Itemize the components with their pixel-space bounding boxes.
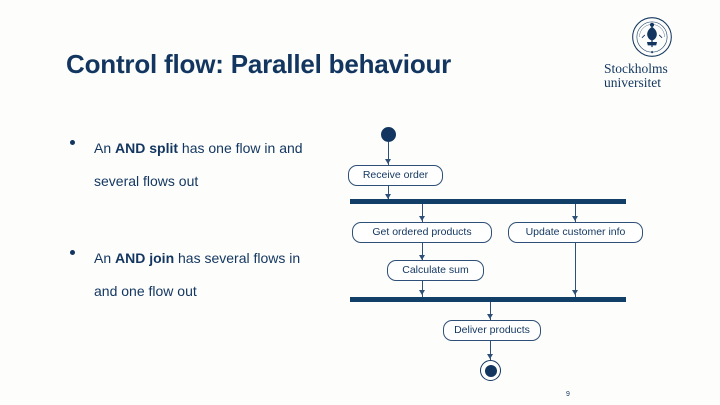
arrowhead-icon	[572, 216, 578, 221]
bullet-dot-icon	[70, 140, 75, 145]
flow-get-products-to-calc	[422, 243, 424, 260]
fork-bar	[350, 199, 626, 204]
arrowhead-icon	[419, 290, 425, 295]
page-title: Control flow: Parallel behaviour	[66, 49, 452, 79]
flow-fork-to-update-info	[575, 204, 577, 222]
bullet-1-post: has one flow in and several flows out	[94, 140, 303, 189]
stockholm-university-logo: ◆ Stockholms universitet	[600, 16, 704, 89]
flow-receive-to-fork	[388, 186, 390, 200]
activity-calculate-sum[interactable]: Calculate sum	[387, 260, 484, 281]
bullet-text-2: An AND join has several flows in and one…	[94, 242, 317, 308]
logo-line-1: Stockholms	[604, 61, 668, 76]
bullet-2-pre: An	[94, 250, 116, 266]
arrowhead-icon	[419, 216, 425, 221]
flow-join-to-deliver	[490, 302, 492, 320]
uml-activity-diagram: Receive order Get ordered products Updat…	[340, 118, 660, 393]
activity-update-customer-info[interactable]: Update customer info	[508, 222, 643, 243]
arrowhead-icon	[385, 194, 391, 199]
slide-number: 9	[566, 391, 570, 398]
final-node-inner-icon	[484, 364, 497, 377]
activity-deliver-products[interactable]: Deliver products	[443, 320, 541, 341]
initial-node-icon	[381, 127, 396, 142]
arrowhead-icon	[419, 255, 425, 260]
arrowhead-icon	[487, 354, 493, 359]
bullet-dot-icon	[70, 250, 75, 255]
flow-update-info-to-join	[575, 243, 577, 298]
flow-deliver-to-end	[490, 341, 492, 360]
university-seal-icon: ◆	[632, 17, 672, 57]
bullet-list: An AND split has one flow in and several…	[62, 132, 317, 352]
list-item: An AND join has several flows in and one…	[62, 242, 317, 308]
activity-get-ordered-products[interactable]: Get ordered products	[352, 222, 492, 243]
arrowhead-icon	[572, 290, 578, 295]
join-bar	[350, 297, 626, 302]
flow-calc-to-join	[422, 281, 424, 298]
arrowhead-icon	[385, 159, 391, 164]
bullet-2-post: has several flows in and one flow out	[94, 250, 301, 299]
logo-line-2: universitet	[604, 74, 661, 90]
bullet-1-pre: An	[94, 140, 116, 156]
bullet-text-1: An AND split has one flow in and several…	[94, 132, 317, 198]
bullet-2-bold: AND join	[115, 250, 175, 266]
svg-text:◆: ◆	[651, 50, 654, 54]
list-item: An AND split has one flow in and several…	[62, 132, 317, 198]
arrowhead-icon	[487, 314, 493, 319]
activity-receive-order[interactable]: Receive order	[348, 165, 443, 186]
flow-fork-to-get-products	[422, 204, 424, 222]
bullet-1-bold: AND split	[115, 140, 179, 156]
flow-start-to-receive	[388, 142, 390, 165]
logo-wordmark: Stockholms universitet	[600, 62, 704, 89]
